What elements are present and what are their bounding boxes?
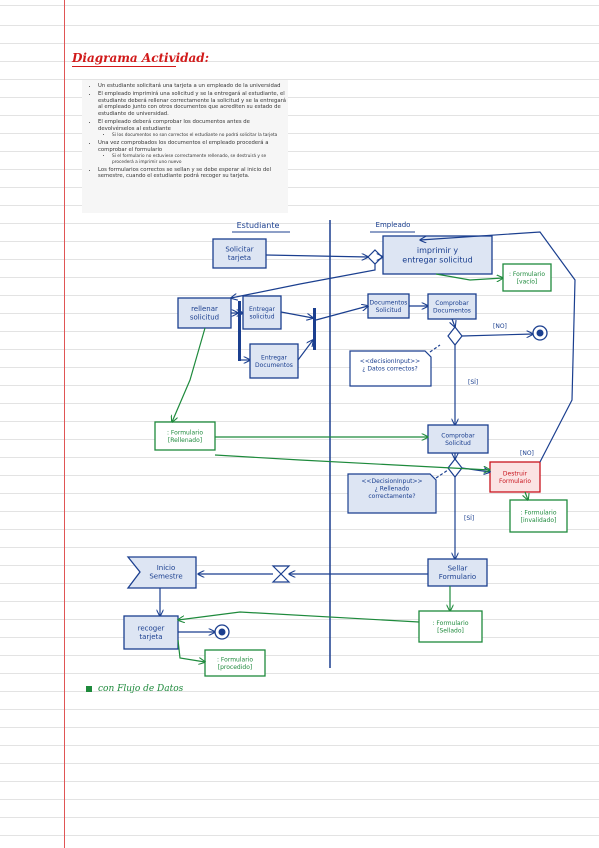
object-formulario-sellado [418,610,483,643]
bullet-item: Los formularios correctos se sellan y se… [98,167,288,180]
object-formulario-vacio-label: : Formulario[vacío] [509,271,545,286]
requirements-text: Un estudiante solicitará una tarjeta a u… [82,80,288,213]
title-underline [72,66,176,67]
objflow-imprimir-to-vacio [435,273,503,280]
flow-solicitar-to-merge [265,255,368,257]
note-decision-rellenado [347,473,437,514]
objflow-recoger-to-procedido [177,639,205,662]
object-formulario-procedido-label: : Formulario[procedido] [217,656,253,671]
bullet-item: El empleado deberá comprobar los documen… [98,119,288,139]
flow-entregar-doc-to-join [297,340,313,361]
note-decision-datos [349,350,432,387]
flow-destruir-to-imprimir [420,231,576,463]
object-formulario-vacio [502,263,552,292]
object-formulario-sellado-label: : Formulario[Sellado] [433,620,469,635]
note-connector-1 [429,344,441,353]
flow-imprimir-to-rellenar [231,264,376,298]
legend-swatch [86,685,92,692]
objflow-sellado-to-recoger [178,611,420,622]
action-sellar-formulario [427,558,488,587]
bullet-list: Un estudiante solicitará una tarjeta a u… [82,83,288,180]
margin-line [64,0,65,848]
object-formulario-rellenado-label: : Formulario[Rellenado] [167,429,203,444]
bullet-item: El empleado imprimirá una solicitud y se… [98,91,288,117]
time-event-icon [271,565,291,583]
bullet-text: El empleado imprimirá una solicitud y se… [98,91,287,117]
action-comprobar-documentos [427,293,477,320]
objflow-to-destruir [214,454,490,470]
bullet-text: Los formularios correctos se sellan y se… [98,166,271,180]
guard-si-2: [SÍ] [464,515,474,522]
action-entregar-solicitud [242,295,282,330]
action-solicitar-tarjeta [212,238,267,269]
flow-join-to-documentos [315,306,368,321]
flow-decision-no-to-final [461,334,533,336]
activity-final-2-dot [218,628,226,636]
legend-text: con Flujo de Datos [98,684,184,694]
join-bar [313,308,316,350]
guard-no-1: [NO] [493,323,507,330]
bullet-item: Una vez comprobados los documentos el em… [98,140,288,165]
event-inicio-semestre [126,556,197,589]
decision-node-documentos [447,326,463,346]
bullet-text: Un estudiante solicitará una tarjeta a u… [98,83,281,89]
page-title: Diagrama Actividad: [72,51,210,65]
flow-entregar-sol-to-join [280,311,313,318]
flow-comprobar-to-decision [452,318,455,327]
sub-bullet-item: Si el formulario no estuviese correctame… [112,154,288,165]
object-formulario-invalidado-label: : Formulario[invalidado] [521,509,557,524]
bullet-text: Una vez comprobados los documentos el em… [98,140,269,153]
legend: con Flujo de Datos [86,684,183,694]
note-connector-2 [435,469,449,479]
object-formulario-rellenado [154,421,216,451]
action-entregar-documentos [249,343,299,379]
lane-label-estudiante: Estudiante [237,221,280,230]
objflow-rellenar-to-rellenado [172,327,206,422]
lane-label-empleado: Empleado [376,221,411,229]
bullet-item: Un estudiante solicitará una tarjeta a u… [98,83,288,90]
object-formulario-invalidado [509,499,568,533]
note-decision-datos-label: <<decisionInput>>¿ Datos correctos? [360,358,420,373]
fork-bar [238,301,241,361]
objflow-destruir-to-invalidado [525,491,528,500]
guard-si-1: [SÍ] [468,379,478,386]
object-formulario-procedido [204,649,266,677]
activity-final-1-dot [536,329,544,337]
action-destruir-formulario [489,461,541,493]
merge-node-1 [367,249,383,265]
bullet-text: El empleado deberá comprobar los documen… [98,118,250,132]
guard-no-2: [NO] [520,450,534,457]
sub-bullet-item: Si los documentos no son correctos el es… [112,133,288,138]
